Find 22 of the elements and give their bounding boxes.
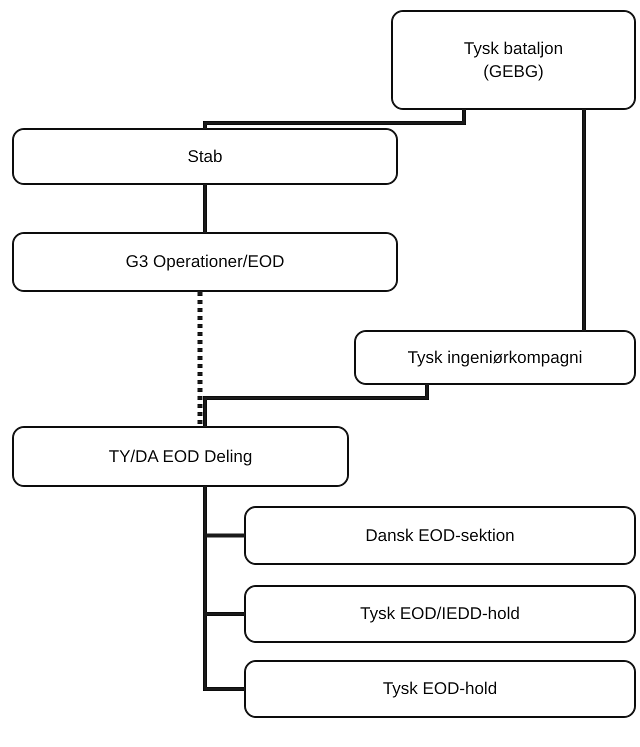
unit-name: Tysk ingeniørkompagni [408, 346, 582, 369]
org-unit-box [391, 10, 636, 110]
unit-name: Tysk bataljon (GEBG) [462, 38, 564, 83]
connector-line [203, 385, 429, 426]
unit-name: TY/DA EOD Deling [108, 446, 252, 468]
org-unit-box [354, 330, 636, 385]
connector-line [203, 110, 466, 128]
connector-line [582, 110, 586, 330]
unit-name: G3 Operationer/EOD [126, 251, 284, 274]
org-unit-box [244, 506, 636, 565]
org-unit-box [12, 232, 398, 292]
unit-name: Tysk EOD/IEDD-hold [360, 603, 520, 626]
connector-line [203, 487, 244, 691]
org-unit-box [244, 660, 636, 718]
dotted-connector [198, 292, 202, 426]
connector-line [203, 185, 207, 232]
unit-name: Dansk EOD-sektion [365, 524, 515, 547]
unit-name: Stab [188, 146, 222, 168]
unit-name: Tysk EOD-hold [382, 678, 498, 700]
org-unit-box [12, 426, 349, 487]
org-unit-box [244, 585, 636, 643]
org-unit-box [12, 128, 398, 185]
